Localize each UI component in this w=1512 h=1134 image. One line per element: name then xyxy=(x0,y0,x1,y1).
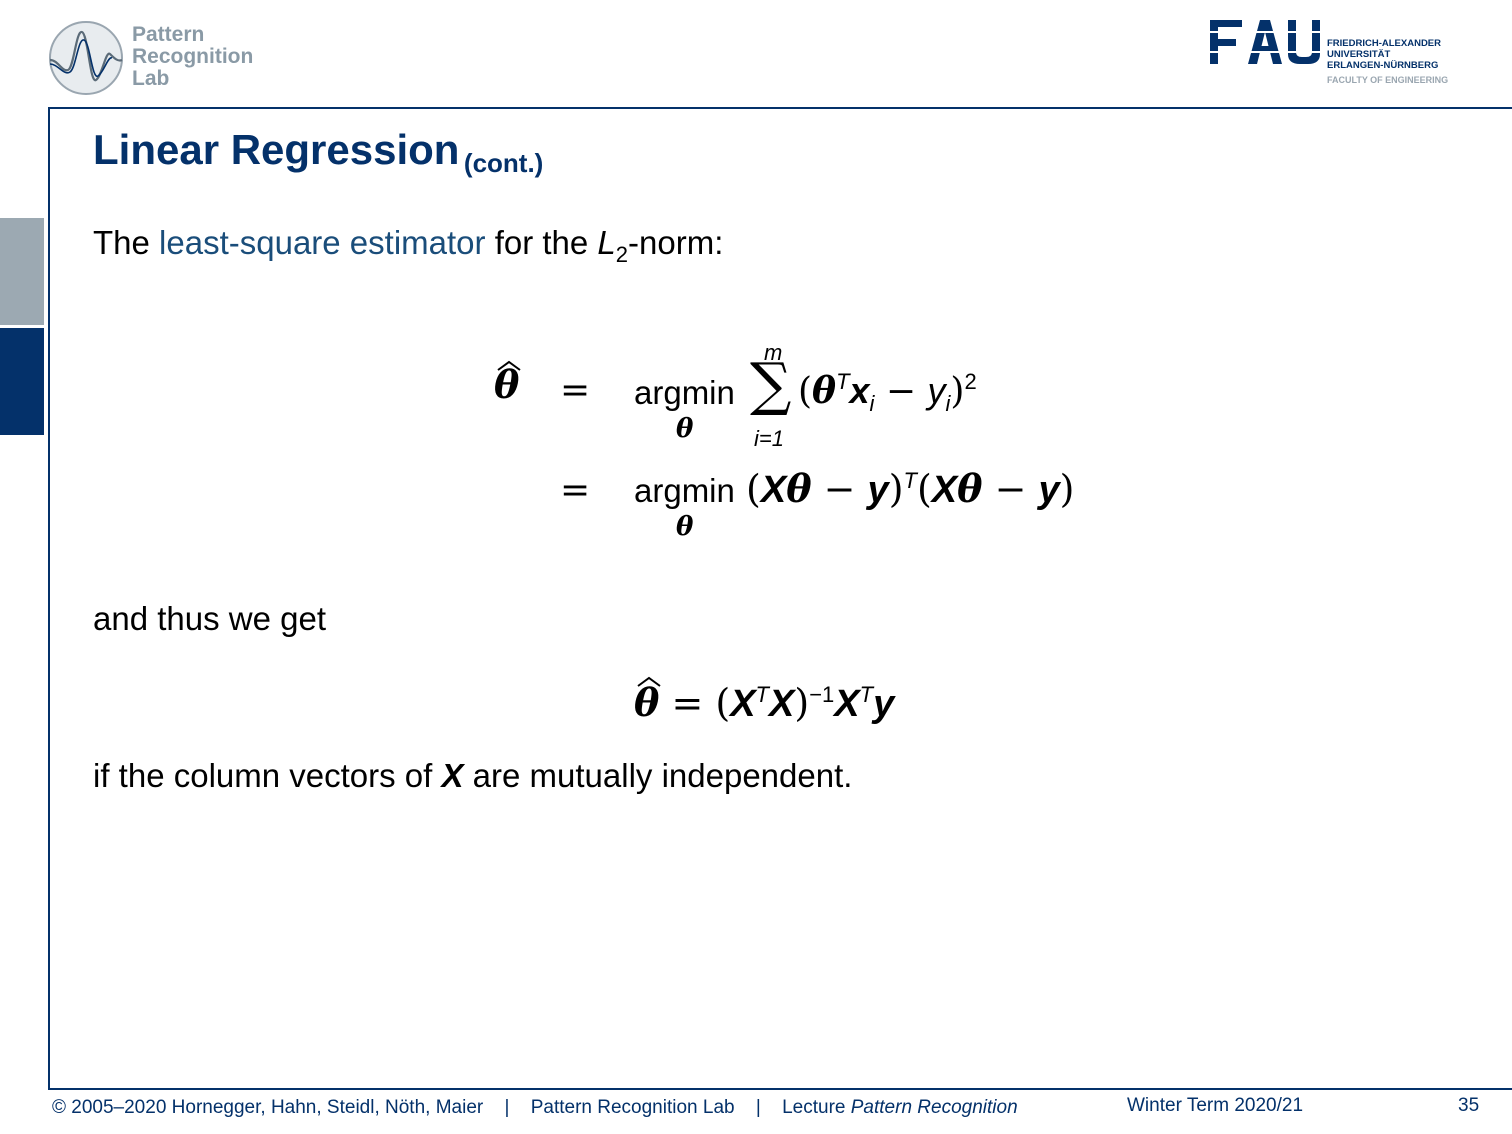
eq1-summand: (θTxi − yi)2 xyxy=(798,369,977,416)
intro-prefix: The xyxy=(93,224,160,261)
lab-logo-line: Recognition xyxy=(132,45,254,68)
eq2-body: (Xθ − y)T(Xθ − y) xyxy=(746,466,1075,511)
middle-sentence: and thus we get xyxy=(93,600,326,637)
eq2-equals: = xyxy=(560,470,591,511)
conclusion-sentence: if the column vectors of X are mutually … xyxy=(93,757,852,795)
sum-symbol: ∑ xyxy=(750,350,792,418)
fau-mark-icon xyxy=(1210,20,1320,64)
section-tab-current[interactable] xyxy=(0,328,44,435)
footer-lecture-prefix: Lecture xyxy=(782,1097,851,1118)
intro-suffix: -norm: xyxy=(628,224,724,261)
university-line: FRIEDRICH-ALEXANDER xyxy=(1327,38,1441,49)
hat-accent-icon xyxy=(637,676,661,687)
intro-middle: for the xyxy=(485,224,598,261)
pattern-recognition-lab-logo: Pattern Recognition Lab xyxy=(48,20,278,100)
eq2-argmin: argmin xyxy=(634,472,735,509)
footer-term: Winter Term 2020/21 xyxy=(1127,1095,1304,1116)
frame-left-line xyxy=(48,107,50,1089)
slide-title: Linear Regression (cont.) xyxy=(93,126,543,178)
section-tab-previous[interactable] xyxy=(0,218,44,325)
intro-sentence: The least-square estimator for the L2-no… xyxy=(93,224,724,267)
slide-title-main: Linear Regression xyxy=(93,126,460,173)
eq1-equals: = xyxy=(560,370,591,411)
footer-separator: | xyxy=(504,1097,510,1118)
sum-lower-limit: i=1 xyxy=(754,426,784,451)
footer-left: © 2005–2020 Hornegger, Hahn, Steidl, Nöt… xyxy=(52,1097,1018,1119)
lab-logo-line: Pattern xyxy=(132,23,205,46)
lab-logo-icon xyxy=(49,21,123,95)
conclusion-suffix: are mutually independent. xyxy=(463,757,853,794)
footer-lab: Pattern Recognition Lab xyxy=(530,1097,735,1118)
conclusion-prefix: if the column vectors of xyxy=(93,757,442,794)
university-line: UNIVERSITÄT xyxy=(1327,49,1391,60)
frame-bottom-line xyxy=(48,1088,1512,1090)
hat-accent-icon xyxy=(497,360,521,371)
faculty-name: FACULTY OF ENGINEERING xyxy=(1327,75,1449,85)
footer-lecture-title: Pattern Recognition xyxy=(850,1097,1018,1118)
eq2-argmin-subscript: θ xyxy=(676,512,694,542)
fau-logo: FRIEDRICH-ALEXANDER UNIVERSITÄT ERLANGEN… xyxy=(1210,18,1470,88)
footer-copyright: © 2005–2020 Hornegger, Hahn, Steidl, Nöt… xyxy=(52,1097,484,1118)
university-name: FRIEDRICH-ALEXANDER UNIVERSITÄT ERLANGEN… xyxy=(1327,38,1441,71)
eq1-argmin-subscript: θ xyxy=(676,414,694,444)
least-square-estimator-link[interactable]: least-square estimator xyxy=(159,224,486,261)
slide-title-suffix: (cont.) xyxy=(463,148,544,178)
norm-subscript: 2 xyxy=(615,242,629,267)
lab-logo-text: Pattern Recognition Lab xyxy=(132,24,253,90)
footer-separator: | xyxy=(755,1097,761,1118)
sum-upper-limit: m xyxy=(764,340,783,365)
theta-hat-closed-form: θ xyxy=(634,680,660,725)
closed-form-equation: θ = (XTX)−1XTy xyxy=(634,680,895,725)
equation-block: θ = argmin θ m ∑ i=1 (θTxi − yi)2 = argm… xyxy=(480,340,1100,550)
university-line: ERLANGEN-NÜRNBERG xyxy=(1327,60,1439,71)
frame-top-line xyxy=(48,107,1512,109)
lab-logo-line: Lab xyxy=(132,67,170,90)
matrix-x: X xyxy=(441,757,464,794)
norm-symbol: L xyxy=(597,224,616,261)
eq1-argmin: argmin xyxy=(634,374,735,411)
page-number: 35 xyxy=(1458,1095,1480,1116)
